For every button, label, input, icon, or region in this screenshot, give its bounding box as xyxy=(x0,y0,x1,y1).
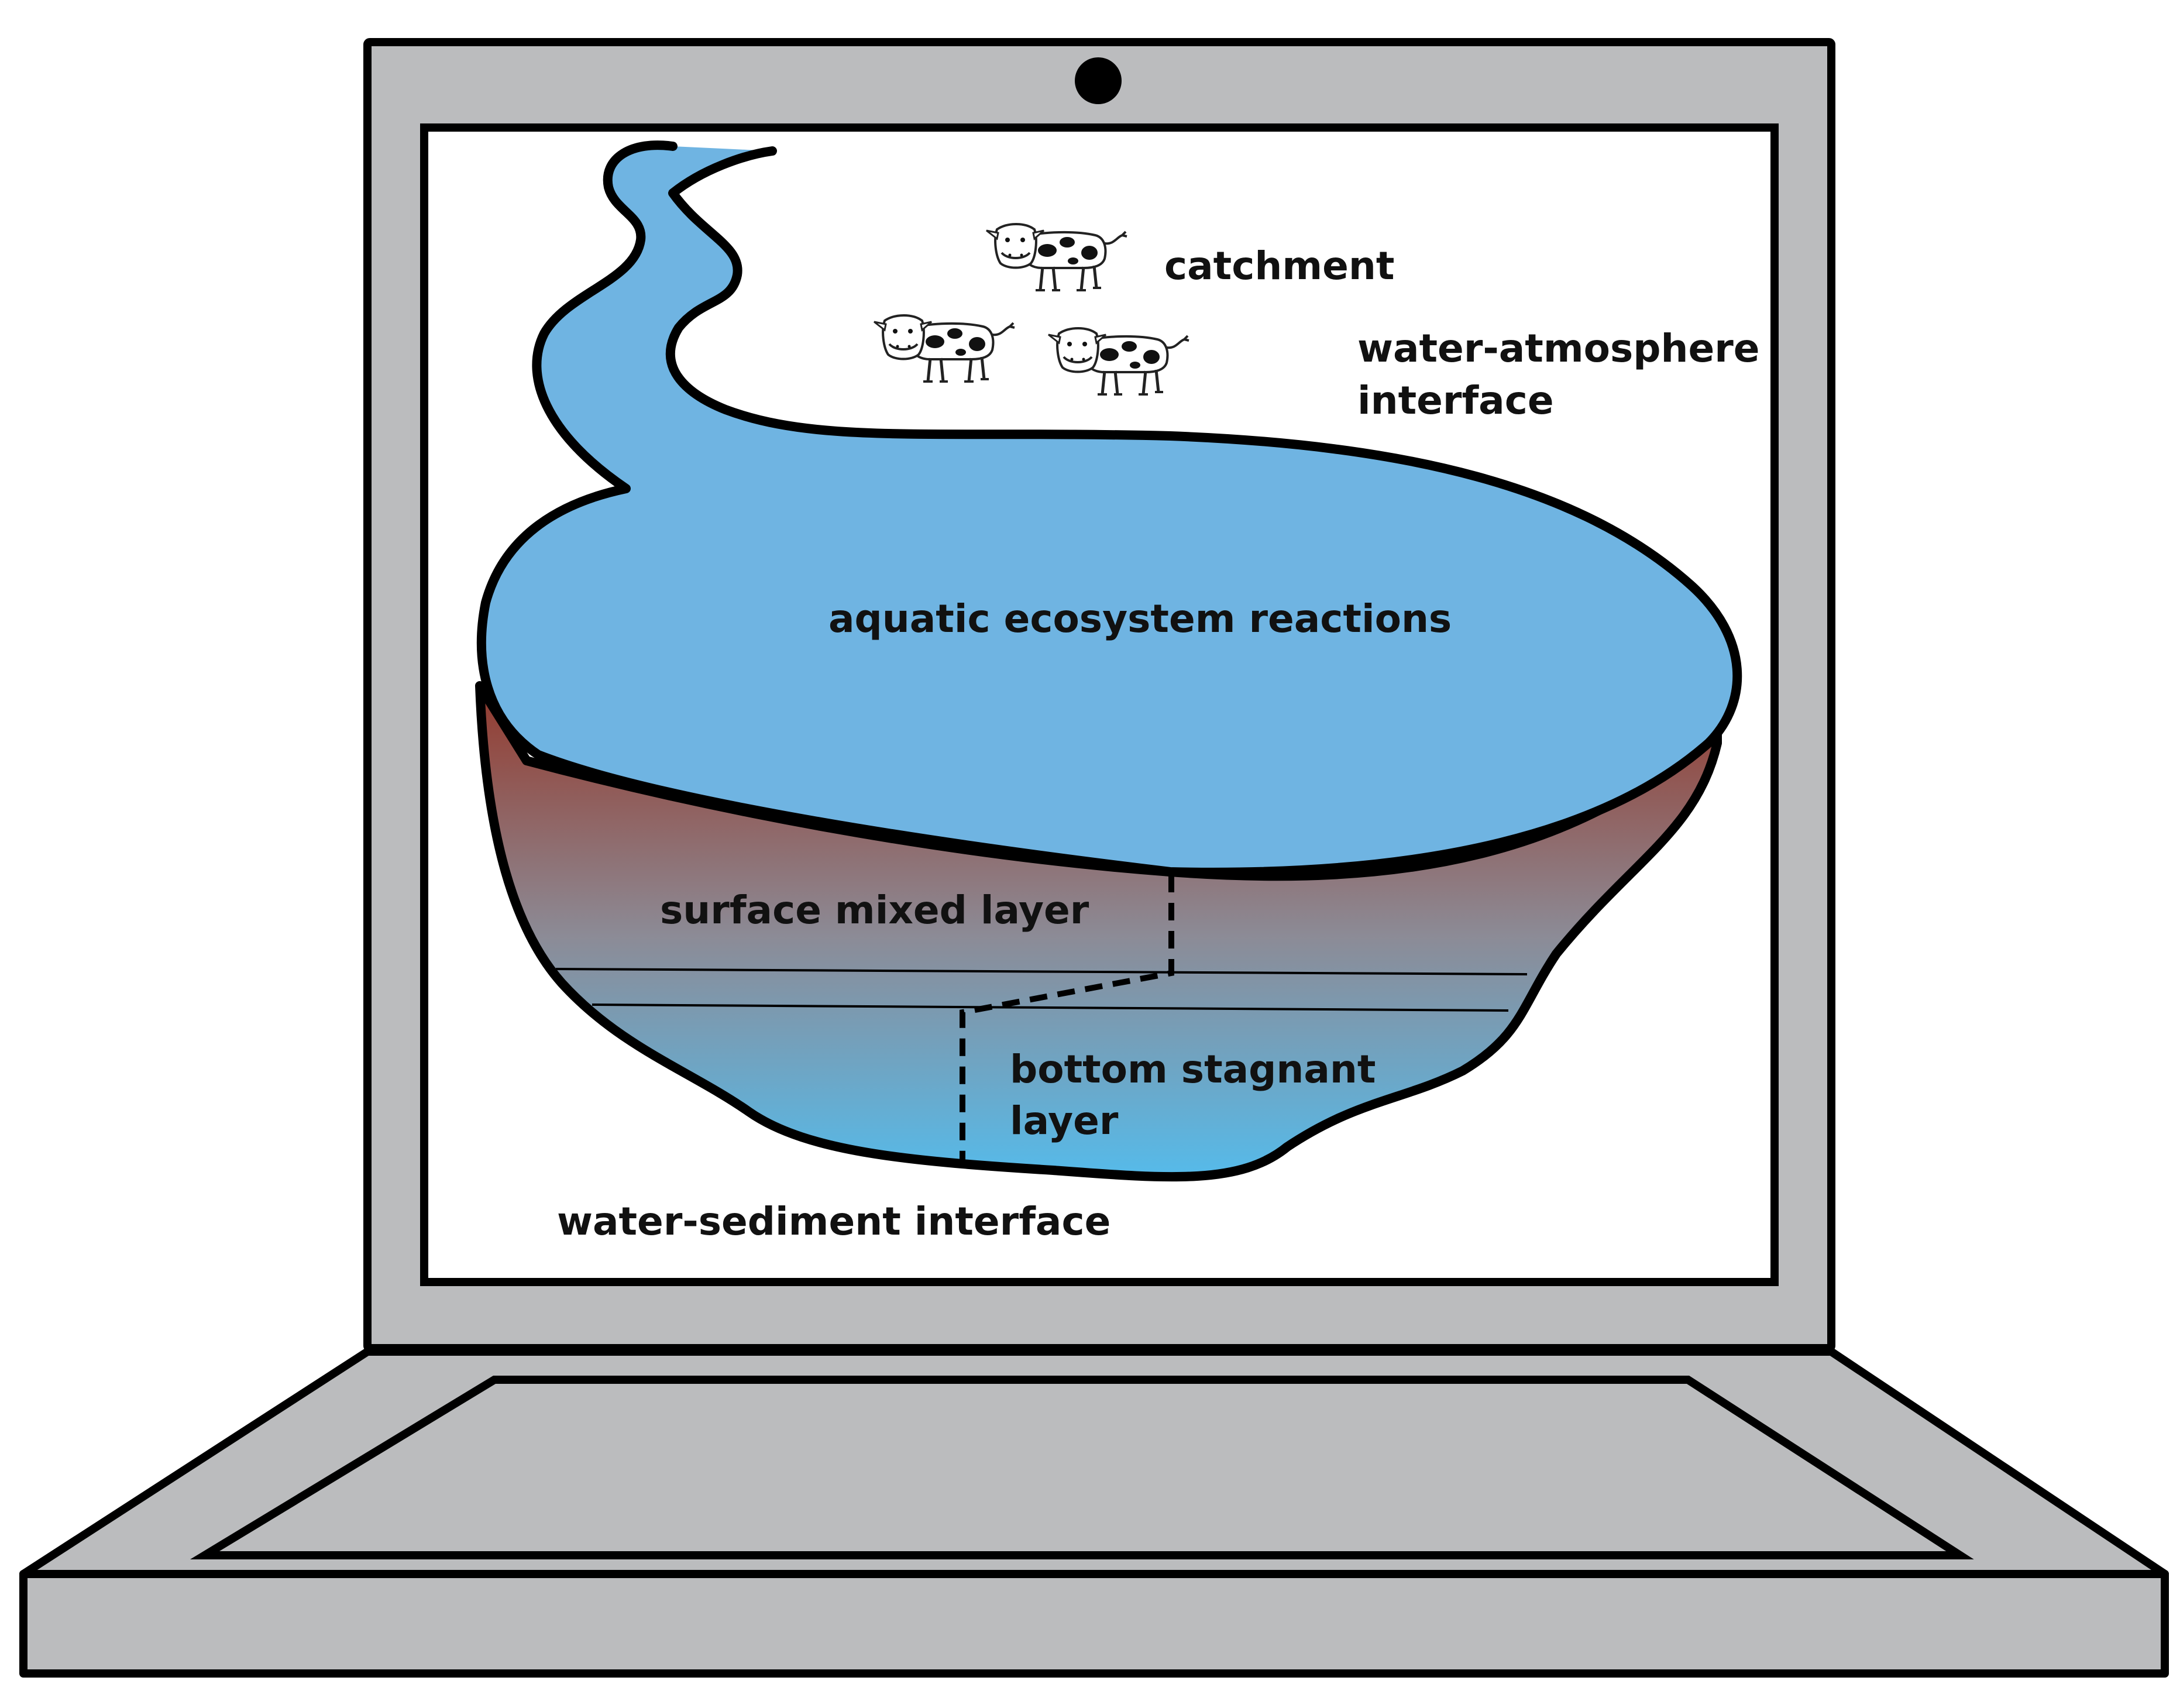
mixing-depth-dashed-line xyxy=(960,875,1174,1161)
lake-outline xyxy=(476,140,1742,877)
label-bottom-stagnant-line2: layer xyxy=(1010,1098,1119,1143)
label-surface-mixed-layer: surface mixed layer xyxy=(660,888,1089,933)
layer-boundary-lower xyxy=(592,1004,1509,1012)
label-bottom-stagnant-line1: bottom stagnant xyxy=(1010,1047,1376,1092)
layer-boundary-upper xyxy=(555,968,1528,975)
label-water-sediment-interface: water-sediment interface xyxy=(557,1199,1110,1244)
trackpad-recess xyxy=(190,1376,1974,1559)
laptop-base-front xyxy=(19,1570,2169,1678)
lake-water xyxy=(481,145,1738,872)
label-water-atmosphere-line2: interface xyxy=(1357,378,1554,423)
webcam-icon xyxy=(1075,57,1122,104)
label-aquatic-reactions: aquatic ecosystem reactions xyxy=(828,596,1452,641)
label-water-atmosphere-line1: water-atmosphere xyxy=(1357,326,1760,371)
label-catchment: catchment xyxy=(1164,243,1394,288)
